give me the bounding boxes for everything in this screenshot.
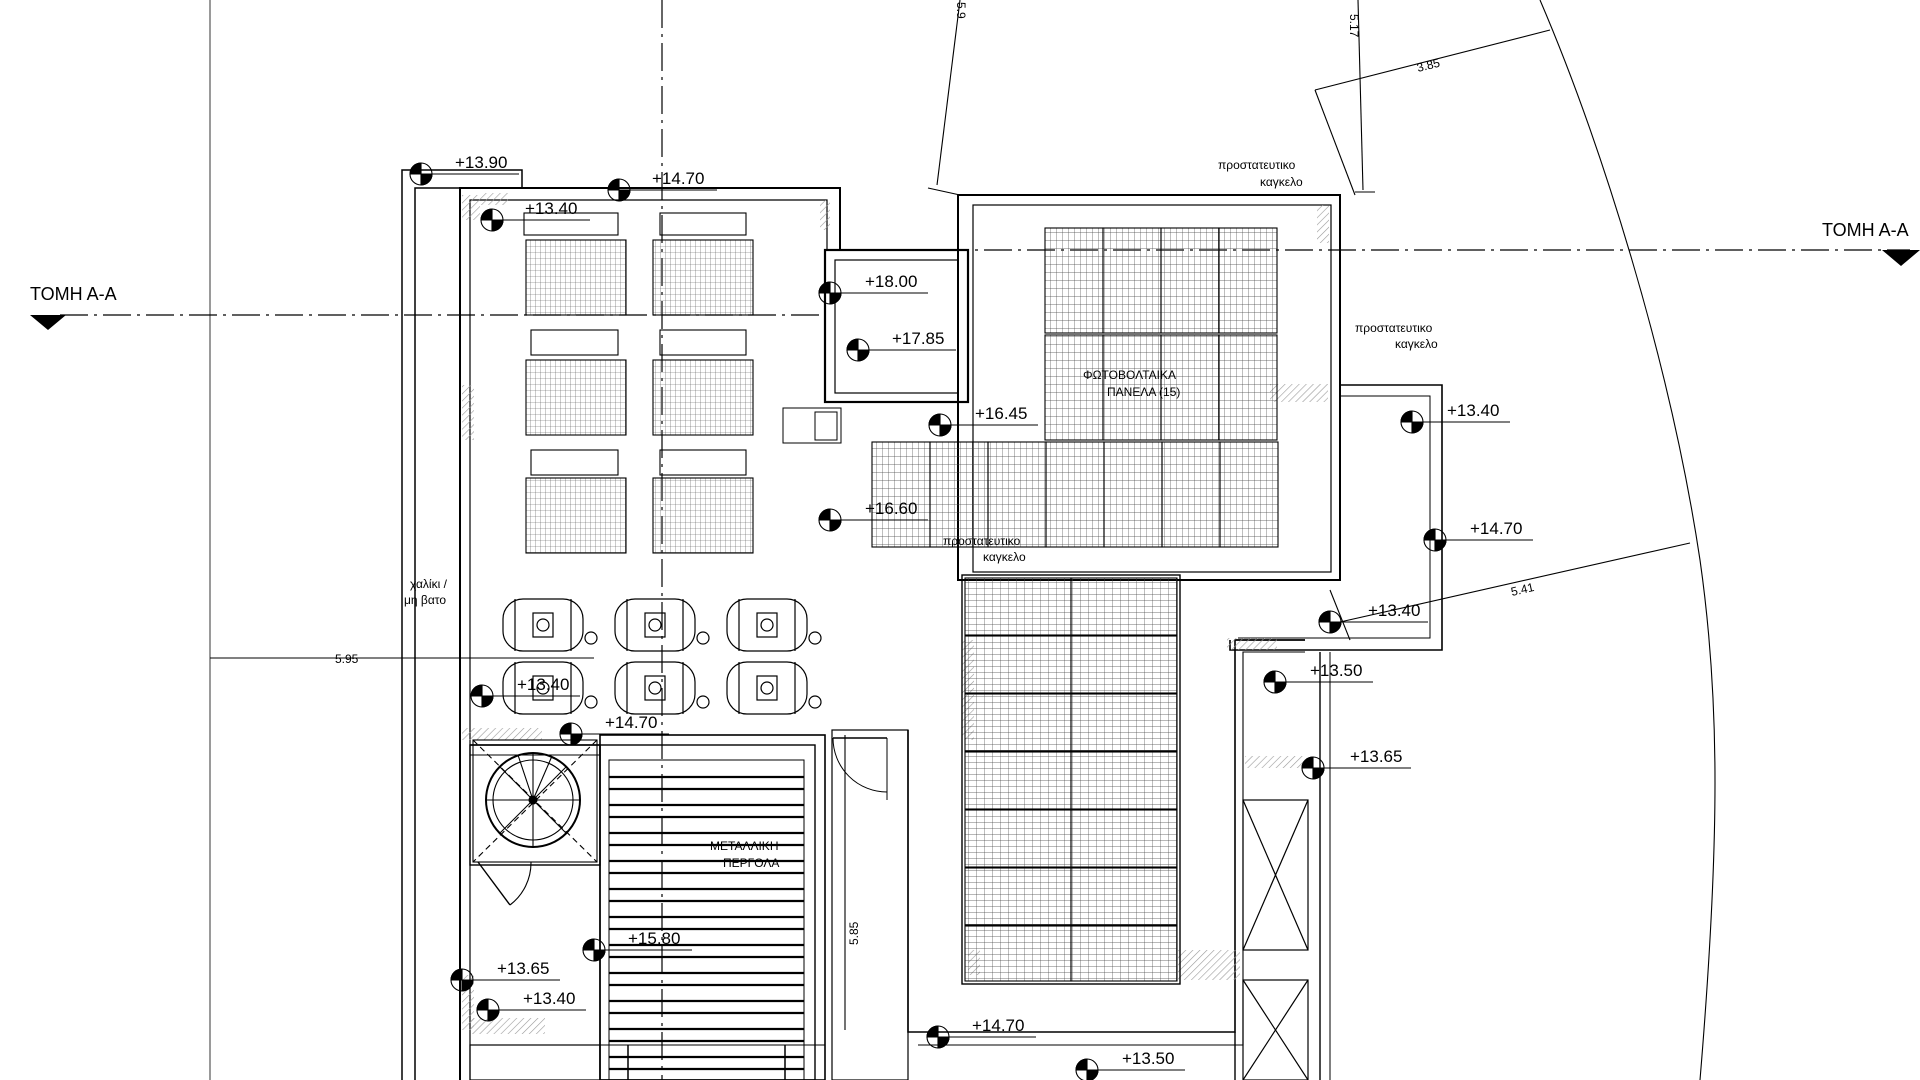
level-marker: [1301, 756, 1411, 780]
level-marker: [1318, 610, 1428, 634]
ac-units: [523, 212, 754, 554]
level-label: +15.80: [628, 929, 680, 948]
metal-pergola: [599, 737, 888, 1080]
pv-panels: [871, 227, 1279, 985]
level-label: +13.65: [1350, 747, 1402, 766]
level-label: +13.50: [1310, 661, 1362, 680]
level-label: +16.45: [975, 404, 1027, 423]
level-label: +14.70: [1470, 519, 1522, 538]
level-label: +13.90: [455, 153, 507, 172]
level-marker: [818, 508, 928, 532]
railing-label-center: προστατευτικο: [943, 534, 1021, 548]
gravel-label: χαλίκι /: [410, 577, 448, 591]
water-tanks: [502, 598, 822, 715]
section-label-right: ΤΟΜΗ Α-Α: [1822, 220, 1909, 240]
level-label: +18.00: [865, 272, 917, 291]
railing-label-center: καγκελο: [983, 550, 1026, 564]
level-label: +13.50: [1122, 1049, 1174, 1068]
level-label: +13.40: [523, 989, 575, 1008]
gravel-label: μη βατο: [404, 593, 446, 607]
level-label: +13.40: [1368, 601, 1420, 620]
level-marker: [1423, 528, 1533, 552]
section-line-a-a: [30, 249, 1920, 330]
dimension-label: 5.95: [335, 652, 359, 666]
level-label: +13.65: [497, 959, 549, 978]
level-marker: [1400, 410, 1510, 434]
level-label: +14.70: [972, 1016, 1024, 1035]
level-marker: [1075, 1058, 1185, 1080]
level-label: +16.60: [865, 499, 917, 518]
level-label: +14.70: [652, 169, 704, 188]
site-boundary: [210, 0, 1716, 1080]
level-marker: [582, 938, 692, 962]
railing-label-right: προστατευτικο: [1355, 321, 1433, 335]
pv-panels-label: ΦΩΤΟΒΟΛΤΑΙΚΑ: [1083, 368, 1176, 382]
railing-label-right: καγκελο: [1395, 337, 1438, 351]
level-marker: [476, 998, 586, 1022]
pv-panels-label: ΠΑΝΕΛΑ (15): [1107, 385, 1180, 399]
dimension-label: 3.85: [1415, 56, 1441, 75]
level-label: +17.85: [892, 329, 944, 348]
pergola-label: ΠΕΡΓΟΛΑ: [723, 856, 779, 870]
level-marker: [480, 208, 590, 232]
level-marker: [928, 413, 1038, 437]
railing-label-top: καγκελο: [1260, 175, 1303, 189]
void-boxes: [1242, 799, 1309, 1080]
level-marker: [846, 338, 956, 362]
level-marker: [607, 178, 717, 202]
dimension-label: 5.17: [1347, 14, 1361, 38]
level-marker: [926, 1025, 1036, 1049]
level-markers: [409, 162, 1533, 1080]
level-marker: [1263, 670, 1373, 694]
level-marker: [450, 968, 560, 992]
level-label: +14.70: [605, 713, 657, 732]
level-label: +13.40: [525, 199, 577, 218]
dimension-label: 5.85: [847, 921, 861, 945]
level-label: +13.40: [517, 675, 569, 694]
spiral-stair: [472, 739, 598, 906]
level-label: +13.40: [1447, 401, 1499, 420]
section-label-left: ΤΟΜΗ Α-Α: [30, 284, 117, 304]
level-marker: [470, 684, 580, 708]
level-marker: [409, 162, 519, 186]
dimension-label: 5.9: [954, 2, 968, 19]
pergola-label: ΜΕΤΑΛΛΙΚΗ: [710, 839, 778, 853]
railing-label-top: προστατευτικο: [1218, 158, 1296, 172]
dimension-label: 5.41: [1510, 580, 1536, 599]
level-marker: [818, 281, 928, 305]
level-marker: [559, 722, 669, 746]
